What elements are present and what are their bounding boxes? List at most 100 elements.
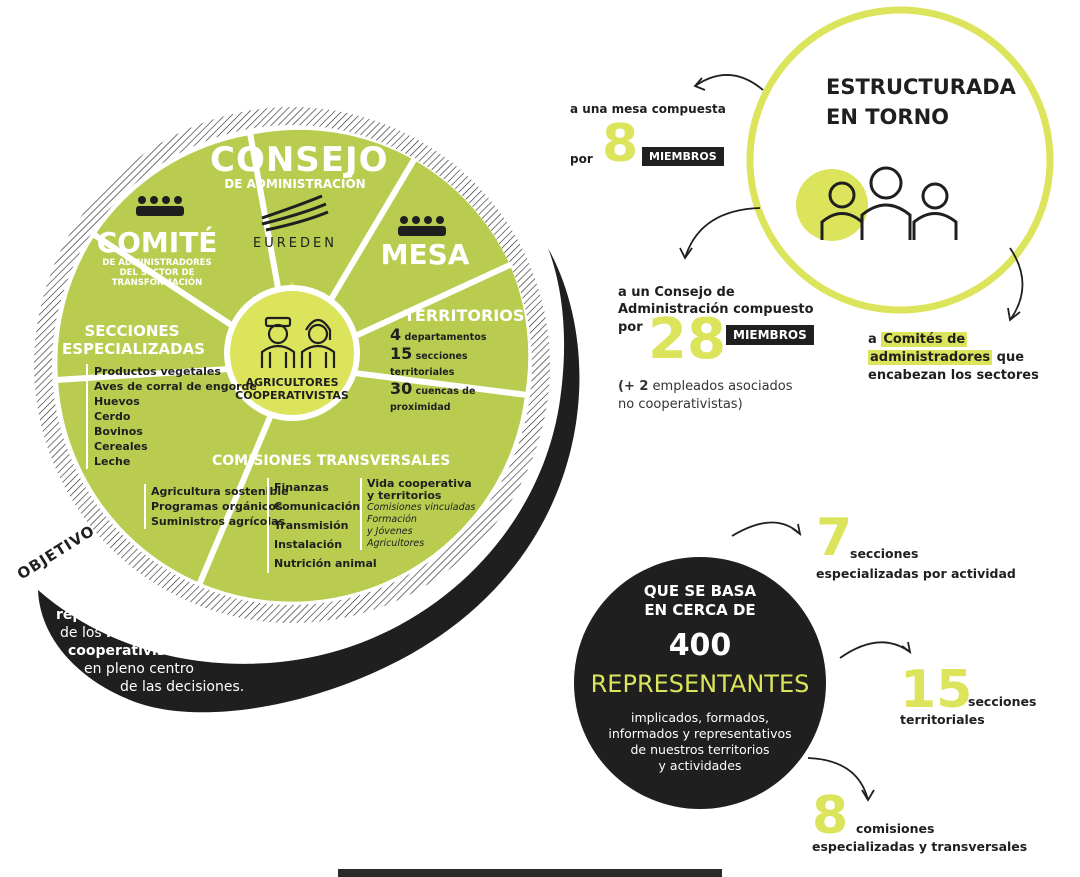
comites-line: a Comités de bbox=[868, 331, 1039, 349]
stat-secciones-territoriales-line2: territoriales bbox=[900, 712, 985, 727]
territorios-text: departamentos bbox=[404, 332, 487, 343]
comisiones-item: Vida cooperativa bbox=[367, 477, 472, 490]
consejo-members-badge: MIEMBROS bbox=[726, 325, 814, 345]
secciones-item: Leche bbox=[94, 455, 131, 468]
eureden-logo-text: EUREDEN bbox=[253, 236, 337, 251]
consejo-composition-line: a un Consejo de bbox=[618, 285, 735, 300]
territorios-text: cuencas de proximidad bbox=[390, 386, 476, 413]
representantes-desc-line: informados y representativos bbox=[608, 726, 792, 741]
people-icon bbox=[820, 166, 958, 240]
comisiones-item: Nutrición animal bbox=[274, 557, 377, 570]
representantes-desc-line: y actividades bbox=[658, 758, 742, 773]
secciones-item: Productos vegetales bbox=[94, 365, 221, 378]
estructurada-title-line: EN TORNO bbox=[826, 105, 950, 129]
black-swoosh bbox=[38, 248, 580, 713]
stat-comisiones-num: 8 bbox=[812, 786, 849, 846]
representantes-word: REPRESENTANTES bbox=[590, 670, 810, 698]
extra-note-line: (+ 2 empleados asociados bbox=[618, 378, 793, 396]
comite-subtitle-line: DE ADMINISTRADORES bbox=[102, 258, 212, 268]
secciones-title-line: SECCIONES bbox=[84, 322, 180, 340]
consejo-title: CONSEJO bbox=[210, 140, 389, 180]
secciones-title-line: ESPECIALIZADAS bbox=[62, 340, 205, 358]
mesa-count: 8 bbox=[602, 114, 639, 174]
arrows bbox=[679, 74, 1024, 802]
estructurada-title-line: ESTRUCTURADA bbox=[826, 75, 1016, 99]
comisiones-col2: Finanzas Comunicación Transmisión Instal… bbox=[267, 478, 377, 573]
secciones-item: Bovinos bbox=[94, 425, 143, 438]
stat-secciones-especializadas-num: 7 bbox=[816, 508, 853, 568]
comites-line: administradores que bbox=[868, 349, 1039, 367]
people-group-icon-mesa bbox=[398, 216, 446, 236]
territorios-row: 30 cuencas de proximidad bbox=[390, 381, 530, 416]
comites-highlight: administradores bbox=[868, 350, 993, 365]
people-group-icon-comite bbox=[136, 196, 184, 220]
objetivo-line-bold: miembros bbox=[106, 625, 185, 641]
people-highlight-dot bbox=[796, 169, 868, 241]
territorios-text: secciones territoriales bbox=[390, 351, 468, 378]
representantes-intro-line: EN CERCA DE bbox=[644, 601, 756, 619]
extra-note-plus: (+ 2 bbox=[618, 379, 649, 394]
stat-secciones-especializadas-line1: secciones bbox=[850, 546, 919, 561]
consejo-extra-note: (+ 2 empleados asociados no cooperativis… bbox=[618, 378, 793, 414]
consejo-count: 28 bbox=[648, 307, 726, 372]
objetivo-line: representantes bbox=[56, 607, 178, 623]
consejo-por: por bbox=[618, 320, 643, 335]
comite-title: COMITÉ bbox=[96, 226, 218, 259]
stat-secciones-territoriales-line1: secciones bbox=[968, 694, 1037, 709]
representantes-desc: implicados, formados, informados y repre… bbox=[590, 710, 810, 774]
estructurada-title: ESTRUCTURADA EN TORNO bbox=[826, 72, 1016, 132]
territorios-title: TERRITORIOS bbox=[404, 306, 525, 325]
comisiones-subitem: Agricultores bbox=[367, 538, 425, 549]
consejo-composition-text: a un Consejo de Administración compuesto bbox=[618, 284, 814, 318]
objetivo-line: en pleno centro bbox=[84, 661, 194, 677]
comisiones-item: Programas orgánicos bbox=[151, 500, 283, 513]
stat-comisiones-line2: especializadas y transversales bbox=[812, 839, 1028, 854]
comites-text: a Comités de administradores que encabez… bbox=[868, 331, 1039, 385]
comisiones-subitem: Comisiones vinculadas bbox=[367, 502, 476, 513]
territorios-num: 4 bbox=[390, 325, 402, 344]
comisiones-subitem: y Jóvenes bbox=[367, 526, 413, 537]
objetivo-text: Situar a los representantes de los miemb… bbox=[56, 588, 256, 696]
secciones-item: Cereales bbox=[94, 440, 148, 453]
eureden-logo-icon bbox=[261, 194, 329, 232]
secciones-item: Cerdo bbox=[94, 410, 131, 423]
comites-line: encabezan los sectores bbox=[868, 368, 1039, 383]
consejo-composition-line: Administración compuesto bbox=[618, 302, 814, 317]
objetivo-line-pre: de los bbox=[60, 625, 107, 641]
comites-highlight: Comités de bbox=[881, 332, 968, 347]
comisiones-col3: Vida cooperativa y territorios Comisione… bbox=[360, 478, 475, 550]
comisiones-item: Finanzas bbox=[274, 481, 329, 494]
farmers-icon bbox=[260, 316, 336, 368]
representantes-count: 400 bbox=[668, 628, 732, 663]
mesa-por: por bbox=[570, 152, 593, 166]
stat-secciones-territoriales-num: 15 bbox=[900, 660, 973, 720]
territorios-num: 15 bbox=[390, 344, 413, 363]
comite-subtitle-line: DEL SECTOR DE bbox=[119, 268, 195, 278]
mesa-composition-text: a una mesa compuesta bbox=[570, 102, 726, 116]
center-label-line: AGRICULTORES bbox=[245, 376, 339, 389]
secciones-item: Huevos bbox=[94, 395, 140, 408]
representantes-circle bbox=[574, 557, 826, 809]
stat-comisiones-line1: comisiones bbox=[856, 821, 935, 836]
consejo-subtitle: DE ADMINISTRACIÓN bbox=[224, 177, 366, 191]
comites-a: a bbox=[868, 332, 882, 347]
mesa-title: MESA bbox=[380, 238, 470, 271]
representantes-intro: QUE SE BASA EN CERCA DE bbox=[600, 582, 800, 620]
objetivo-line: de los miembros bbox=[56, 624, 256, 642]
center-label-line: COOPERATIVISTAS bbox=[235, 389, 349, 402]
objetivo-line: cooperativistas bbox=[68, 643, 190, 659]
comite-subtitle: DE ADMINISTRADORES DEL SECTOR DE TRANSFO… bbox=[88, 258, 226, 288]
comites-que: que bbox=[992, 350, 1025, 365]
comisiones-col1: Agricultura sostenible Programas orgánic… bbox=[144, 484, 289, 529]
comisiones-item: Instalación bbox=[274, 538, 343, 551]
comisiones-item: y territorios bbox=[367, 489, 442, 502]
territorios-row: 15 secciones territoriales bbox=[390, 346, 530, 381]
representantes-desc-line: implicados, formados, bbox=[631, 710, 769, 725]
comisiones-item: Comunicación bbox=[274, 500, 361, 513]
comisiones-item: Transmisión bbox=[274, 519, 349, 532]
center-label: AGRICULTORES COOPERATIVISTAS bbox=[232, 376, 352, 402]
comisiones-item: Suministros agrícolas bbox=[151, 515, 286, 528]
territorios-list: 4 departamentos 15 secciones territorial… bbox=[390, 327, 530, 416]
secciones-list: Productos vegetales Aves de corral de en… bbox=[86, 364, 257, 469]
